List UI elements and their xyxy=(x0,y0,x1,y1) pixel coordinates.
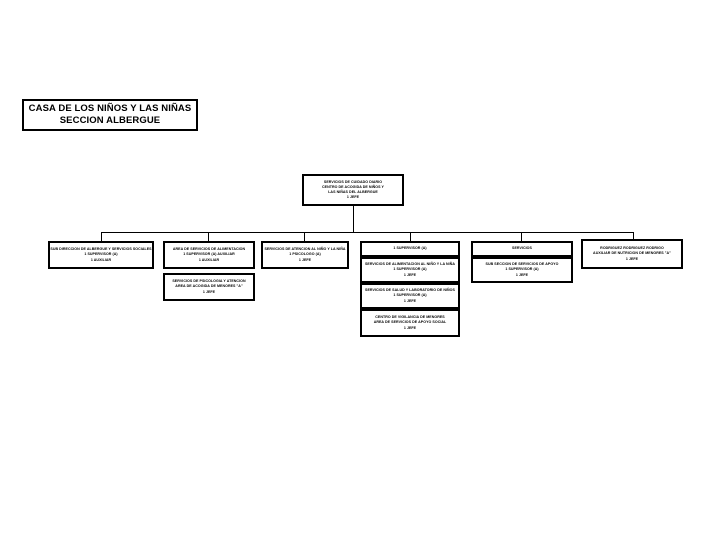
page-title-box: CASA DE LOS NIÑOS Y LAS NIÑAS SECCION AL… xyxy=(22,99,198,131)
org-node-branch-2-line-2: 1 SUPERVISOR (A) AUXILIAR xyxy=(183,252,235,257)
org-node-root-line-3: LAS NIÑAS DEL ALBERGUE xyxy=(328,189,378,195)
org-node-branch-1[interactable]: SUB DIRECCION DE ALBERGUE Y SERVICIOS SO… xyxy=(48,241,154,269)
org-node-branch-5-child-1[interactable]: SUB SECCION DE SERVICIOS DE APOYO 1 SUPE… xyxy=(471,257,573,283)
org-node-branch-4-child-3[interactable]: CENTRO DE VIGILANCIA DE MENORES AREA DE … xyxy=(360,309,460,337)
org-node-branch-1-line-2: 1 SUPERVISOR (A) xyxy=(84,252,118,257)
org-node-branch-4-child-1-line-2: 1 SUPERVISOR (A) xyxy=(393,267,427,272)
org-node-branch-4-child-2-line-2: 1 SUPERVISOR (A) xyxy=(393,293,427,298)
org-node-branch-3[interactable]: SERVICIOS DE ATENCION AL NIÑO Y LA NIÑA … xyxy=(261,241,349,269)
connector-drop-6 xyxy=(633,232,634,241)
org-node-root-line-1: SERVICIOS DE CUIDADO DIARIO xyxy=(323,179,383,184)
org-node-branch-4-child-2-line-1: SERVICIOS DE SALUD Y LABORATORIO DE NIÑO… xyxy=(365,288,455,293)
org-node-branch-6-line-2: AUXILIAR DE NUTRICION DE MENORES "A" xyxy=(593,251,671,256)
org-node-root-line-2: CENTRO DE ACOGIDA DE NIÑOS Y xyxy=(322,184,384,189)
org-node-branch-5-child-1-line-3: 1 JEFE xyxy=(515,272,529,277)
org-node-branch-6[interactable]: RODRIGUEZ RODRIGUEZ RODRIGO AUXILIAR DE … xyxy=(581,239,683,269)
connector-drop-4 xyxy=(410,232,411,241)
page-title-line-2: SECCION ALBERGUE xyxy=(59,115,161,126)
org-node-branch-5-child-1-line-2: 1 SUPERVISOR (A) xyxy=(505,267,539,272)
org-node-branch-2[interactable]: AREA DE SERVICIOS DE ALIMENTACION 1 SUPE… xyxy=(163,241,255,269)
org-node-branch-4-child-2-line-3: 1 JEFE xyxy=(403,298,417,303)
connector-drop-1 xyxy=(101,232,102,241)
org-node-branch-4-child-2[interactable]: SERVICIOS DE SALUD Y LABORATORIO DE NIÑO… xyxy=(360,283,460,309)
connector-drop-2 xyxy=(208,232,209,241)
org-node-branch-6-line-3: 1 JEFE xyxy=(625,256,639,261)
org-node-branch-4-child-3-line-1: CENTRO DE VIGILANCIA DE MENORES xyxy=(375,315,445,320)
org-node-branch-4-child-3-line-3: 1 JEFE xyxy=(403,325,417,330)
org-node-branch-4-child-1[interactable]: SERVICIOS DE ALIMENTACION AL NIÑO Y LA N… xyxy=(360,257,460,283)
org-node-branch-5[interactable]: SERVICIOS xyxy=(471,241,573,257)
org-node-branch-4-child-1-line-3: 1 JEFE xyxy=(403,272,417,277)
org-node-root[interactable]: SERVICIOS DE CUIDADO DIARIO CENTRO DE AC… xyxy=(302,174,404,206)
org-node-branch-4-child-3-line-2: AREA DE SERVICIOS DE APOYO SOCIAL xyxy=(373,320,447,325)
org-node-branch-4[interactable]: 1 SUPERVISOR (A) xyxy=(360,241,460,257)
org-node-branch-6-line-1: RODRIGUEZ RODRIGUEZ RODRIGO xyxy=(600,246,664,251)
org-node-branch-2-line-1: AREA DE SERVICIOS DE ALIMENTACION xyxy=(172,247,246,252)
org-node-branch-1-line-3: 1 AUXILIAR xyxy=(90,257,112,262)
org-node-branch-2-child-1-line-2: AREA DE ACOGIDA DE MENORES "A" xyxy=(175,284,243,289)
org-node-branch-5-line-1: SERVICIOS xyxy=(512,246,532,251)
connector-drop-3 xyxy=(304,232,305,241)
org-node-branch-2-line-3: 1 AUXILIAR xyxy=(198,257,220,262)
connector-horizontal-bus xyxy=(101,232,633,233)
connector-root-stem xyxy=(353,206,354,232)
org-node-branch-3-line-1: SERVICIOS DE ATENCION AL NIÑO Y LA NIÑA xyxy=(264,247,346,252)
connector-drop-5 xyxy=(521,232,522,241)
org-node-branch-2-child-1-line-3: 1 JEFE xyxy=(202,289,216,294)
org-node-branch-5-child-1-line-1: SUB SECCION DE SERVICIOS DE APOYO xyxy=(485,262,559,267)
org-node-branch-2-child-1-line-1: SERVICIOS DE PSICOLOGIA Y ATENCION xyxy=(172,279,246,284)
org-node-branch-2-child-1[interactable]: SERVICIOS DE PSICOLOGIA Y ATENCION AREA … xyxy=(163,273,255,301)
page-title-line-1: CASA DE LOS NIÑOS Y LAS NIÑAS xyxy=(28,103,192,114)
org-node-branch-4-line-1: 1 SUPERVISOR (A) xyxy=(393,246,427,251)
org-node-branch-3-line-2: 1 PSICOLOGO (A) xyxy=(289,252,321,257)
org-node-branch-1-line-1: SUB DIRECCION DE ALBERGUE Y SERVICIOS SO… xyxy=(50,247,152,252)
org-node-branch-3-line-3: 1 JEFE xyxy=(298,257,312,262)
org-node-branch-4-child-1-line-1: SERVICIOS DE ALIMENTACION AL NIÑO Y LA N… xyxy=(364,262,456,267)
org-node-root-line-4: 1 JEFE xyxy=(346,195,360,200)
